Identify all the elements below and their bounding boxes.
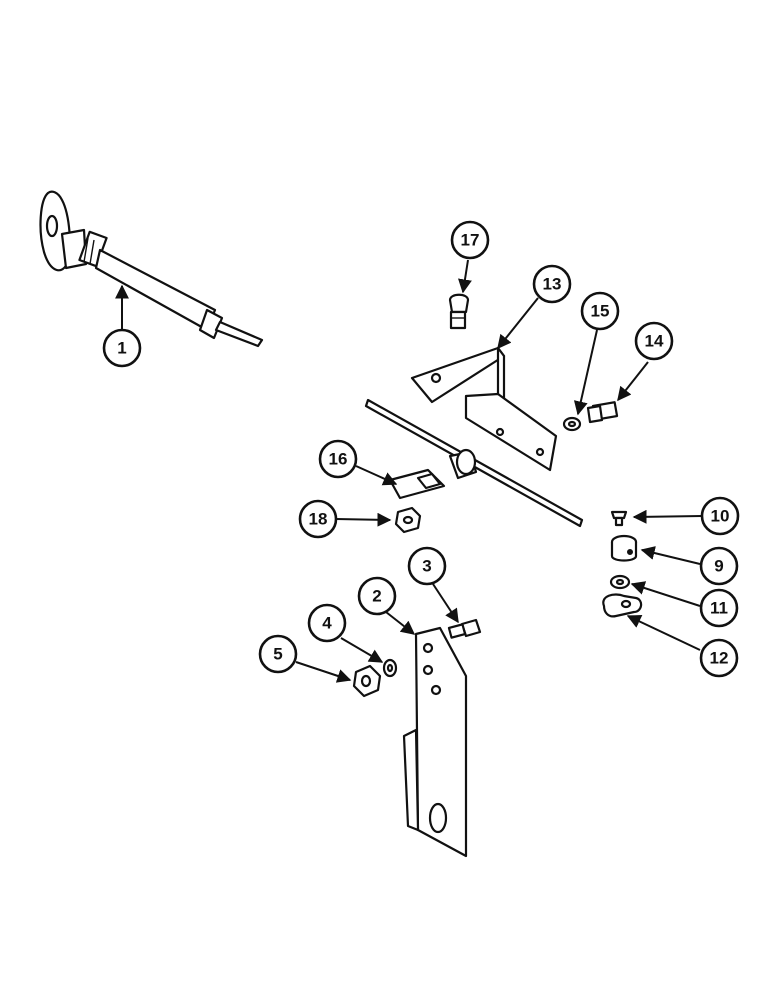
callout-18: 18 <box>298 499 338 539</box>
callout-2-label: 2 <box>372 587 381 606</box>
part-clevis-12 <box>602 593 643 618</box>
callout-4-label: 4 <box>322 614 332 633</box>
part-lockwasher-15 <box>562 416 582 432</box>
leader-lines <box>115 259 703 683</box>
callout-12-label: 12 <box>710 649 729 668</box>
callout-5-label: 5 <box>273 645 282 664</box>
part-rod <box>364 398 584 528</box>
part-bolt-14 <box>586 401 619 424</box>
callout-3-label: 3 <box>422 557 431 576</box>
part-plate-2 <box>402 626 468 858</box>
callout-14: 14 <box>634 321 674 361</box>
part-control-cable <box>39 190 264 348</box>
part-nut-18 <box>394 506 422 534</box>
callout-16: 16 <box>318 439 358 479</box>
part-fitting-17 <box>448 293 470 330</box>
callout-9: 9 <box>699 546 739 586</box>
callout-16-label: 16 <box>329 450 348 469</box>
callout-14-label: 14 <box>645 332 664 351</box>
part-bolt-3 <box>447 618 482 639</box>
part-lockwasher-4 <box>382 658 398 678</box>
callout-3: 3 <box>407 546 447 586</box>
callout-18-label: 18 <box>309 510 328 529</box>
callout-17: 17 <box>450 220 490 260</box>
callout-11-label: 11 <box>710 599 728 618</box>
callout-15-label: 15 <box>591 302 610 321</box>
callout-4: 4 <box>307 603 347 643</box>
callout-9-label: 9 <box>714 557 723 576</box>
part-washer-11 <box>609 574 631 590</box>
callout-11: 11 <box>699 588 739 628</box>
callout-2: 2 <box>357 576 397 616</box>
part-swivel-9 <box>610 534 638 562</box>
part-clip-16 <box>388 468 446 500</box>
callout-1: 1 <box>102 328 142 368</box>
callout-13: 13 <box>532 264 572 304</box>
callout-10: 10 <box>700 496 740 536</box>
callout-15: 15 <box>580 291 620 331</box>
callout-17-label: 17 <box>461 231 480 250</box>
part-bracket-13 <box>410 346 558 472</box>
part-screw-10 <box>610 510 628 527</box>
callout-5: 5 <box>258 634 298 674</box>
part-nut-5 <box>352 664 382 698</box>
callout-12: 12 <box>699 638 739 678</box>
callout-13-label: 13 <box>543 275 562 294</box>
callout-1-label: 1 <box>117 339 126 358</box>
callout-10-label: 10 <box>711 507 730 526</box>
